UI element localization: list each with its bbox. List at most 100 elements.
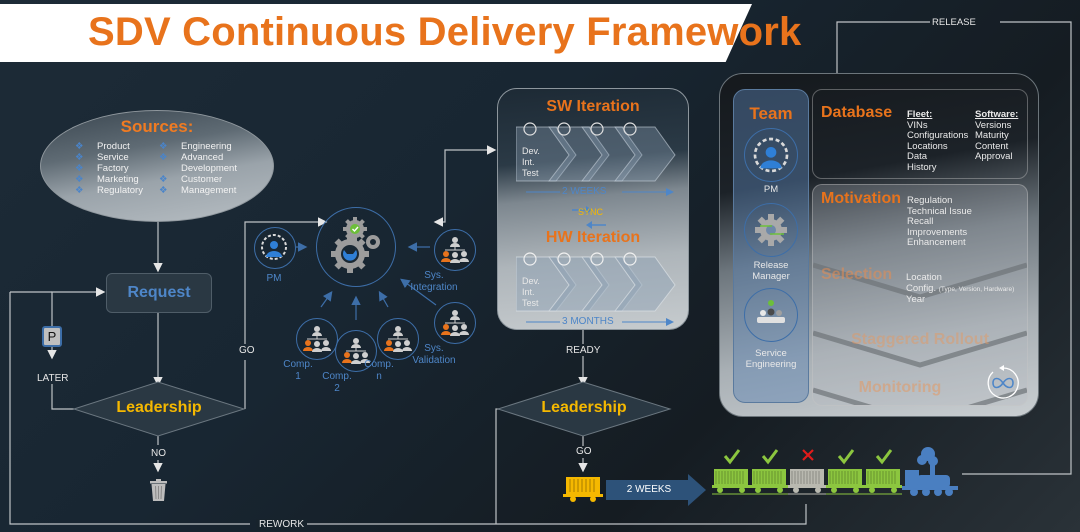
gauge-person-icon [261, 234, 287, 260]
cross-icon [802, 449, 814, 461]
gauge-person-icon [753, 137, 789, 173]
release-label: RELEASE [932, 17, 976, 28]
diamond-bullet-icon: ❖ [75, 185, 84, 196]
edge-rework-left [9, 292, 250, 525]
leadership-label-2[interactable]: Leadership [541, 399, 627, 416]
edge-rework-right [296, 504, 807, 525]
pending-train-car-icon [563, 477, 603, 502]
sources-panel: Sources: ❖Product ❖Service ❖Factory ❖Mar… [40, 110, 274, 222]
sources-title: Sources: [120, 117, 194, 136]
hub-member-circle [335, 330, 377, 372]
no-label: NO [151, 448, 166, 459]
hw-duration: 3 MONTHS [562, 316, 614, 327]
iteration-panel: SW Iteration Dev.Int.Test 2 WEEKS SYNC H… [497, 88, 689, 330]
hw-iteration-title: HW Iteration [545, 229, 641, 246]
hub-member-label: Sys. Validation [412, 343, 456, 366]
hub-member-label: Comp. 1 [283, 359, 313, 382]
hub-member-label: Sys. Integration [410, 270, 458, 293]
diamond-bullet-icon: ❖ [159, 174, 168, 185]
hw-steps: Dev.Int.Test [522, 276, 540, 308]
title-banner [0, 4, 752, 62]
diamond-bullet-icon: ❖ [75, 141, 84, 152]
gear-icon [755, 214, 787, 246]
train-car-passed [826, 448, 864, 501]
train-car-failed [788, 448, 826, 501]
release-process-panel: Team PM Release Manager Service Engineer… [719, 73, 1039, 417]
request-node[interactable]: Request [106, 273, 212, 313]
rework-label: REWORK [256, 519, 307, 530]
sw-duration: 2 WEEKS [562, 186, 607, 197]
infinity-loop-icon [987, 365, 1019, 399]
source-item: ❖Factory [75, 163, 129, 174]
parking-icon: P [42, 326, 62, 347]
train-car-passed [864, 448, 902, 501]
team-service-engineering-label: Service Engineering [745, 348, 797, 370]
hw-duration-arrow [526, 318, 674, 326]
org-chart-icon [440, 236, 470, 269]
org-chart-icon [383, 325, 413, 358]
check-icon [837, 449, 855, 465]
source-item: ❖Marketing [75, 174, 139, 185]
database-title: Database [821, 104, 893, 121]
source-item: ❖Management [159, 185, 237, 196]
sw-chevrons [516, 122, 676, 182]
team-column: Team PM Release Manager Service Engineer… [733, 89, 809, 403]
source-item: ❖Development [181, 163, 237, 174]
stage-chevron-dividers [813, 262, 1027, 405]
source-item: ❖Regulatory [75, 185, 143, 196]
locomotive-icon [902, 446, 960, 503]
two-weeks-label: 2 WEEKS [626, 484, 672, 495]
two-weeks-arrow [606, 474, 706, 506]
hub-member-circle [434, 229, 476, 271]
edge-train-release [962, 21, 1072, 475]
org-chart-icon [440, 309, 470, 342]
hub-member-label: Comp. n [364, 359, 394, 382]
check-icon [875, 449, 893, 465]
team-release-manager-circle [744, 203, 798, 257]
check-icon [723, 449, 741, 465]
org-chart-icon [341, 337, 371, 370]
leadership-diamond-1 [72, 381, 246, 437]
hub-member-circle [434, 302, 476, 344]
team-pm-label: PM [763, 184, 779, 195]
staggered-rollout-title: Staggered Rollout [851, 331, 989, 348]
page-title: SDV Continuous Delivery Framework [88, 10, 802, 54]
leadership-diamond-2 [496, 381, 672, 437]
diamond-bullet-icon: ❖ [75, 163, 84, 174]
sw-iteration-title: SW Iteration [546, 98, 640, 115]
team-service-engineering-circle [744, 288, 798, 342]
monitoring-title: Monitoring [858, 379, 942, 396]
team-title: Team [749, 104, 793, 123]
sync-label: SYNC [578, 207, 604, 217]
train-car-passed [750, 448, 788, 501]
train-car-passed [712, 448, 750, 501]
go-label-1: GO [239, 345, 255, 356]
hub-circle [316, 207, 396, 287]
sources-left-list: ❖Product ❖Service ❖Factory ❖Marketing ❖R… [75, 141, 143, 196]
ready-label: READY [566, 345, 601, 356]
sources-right-list: ❖Engineering ❖Advanced ❖Development ❖Cus… [159, 141, 237, 196]
team-release-manager-label: Release Manager [752, 260, 790, 282]
source-item: ❖Engineering [159, 141, 232, 152]
check-icon [761, 449, 779, 465]
hub-pm-circle [254, 227, 296, 269]
sync-arrows-icon [572, 206, 606, 229]
leadership-label-1[interactable]: Leadership [116, 399, 202, 416]
edge-parking-request [51, 287, 106, 326]
diamond-bullet-icon: ❖ [159, 152, 168, 163]
edge-leadership-later [51, 384, 74, 410]
go-label-2: GO [576, 446, 592, 457]
source-item: ❖Customer [159, 174, 223, 185]
later-label: LATER [37, 373, 69, 384]
diamond-bullet-icon: ❖ [159, 141, 168, 152]
hw-chevrons [516, 252, 676, 312]
sw-duration-arrow [526, 188, 674, 196]
team-pm-circle [744, 128, 798, 182]
source-item: ❖Product [75, 141, 130, 152]
hub-member-circle [377, 318, 419, 360]
source-item: ❖Service [75, 152, 129, 163]
